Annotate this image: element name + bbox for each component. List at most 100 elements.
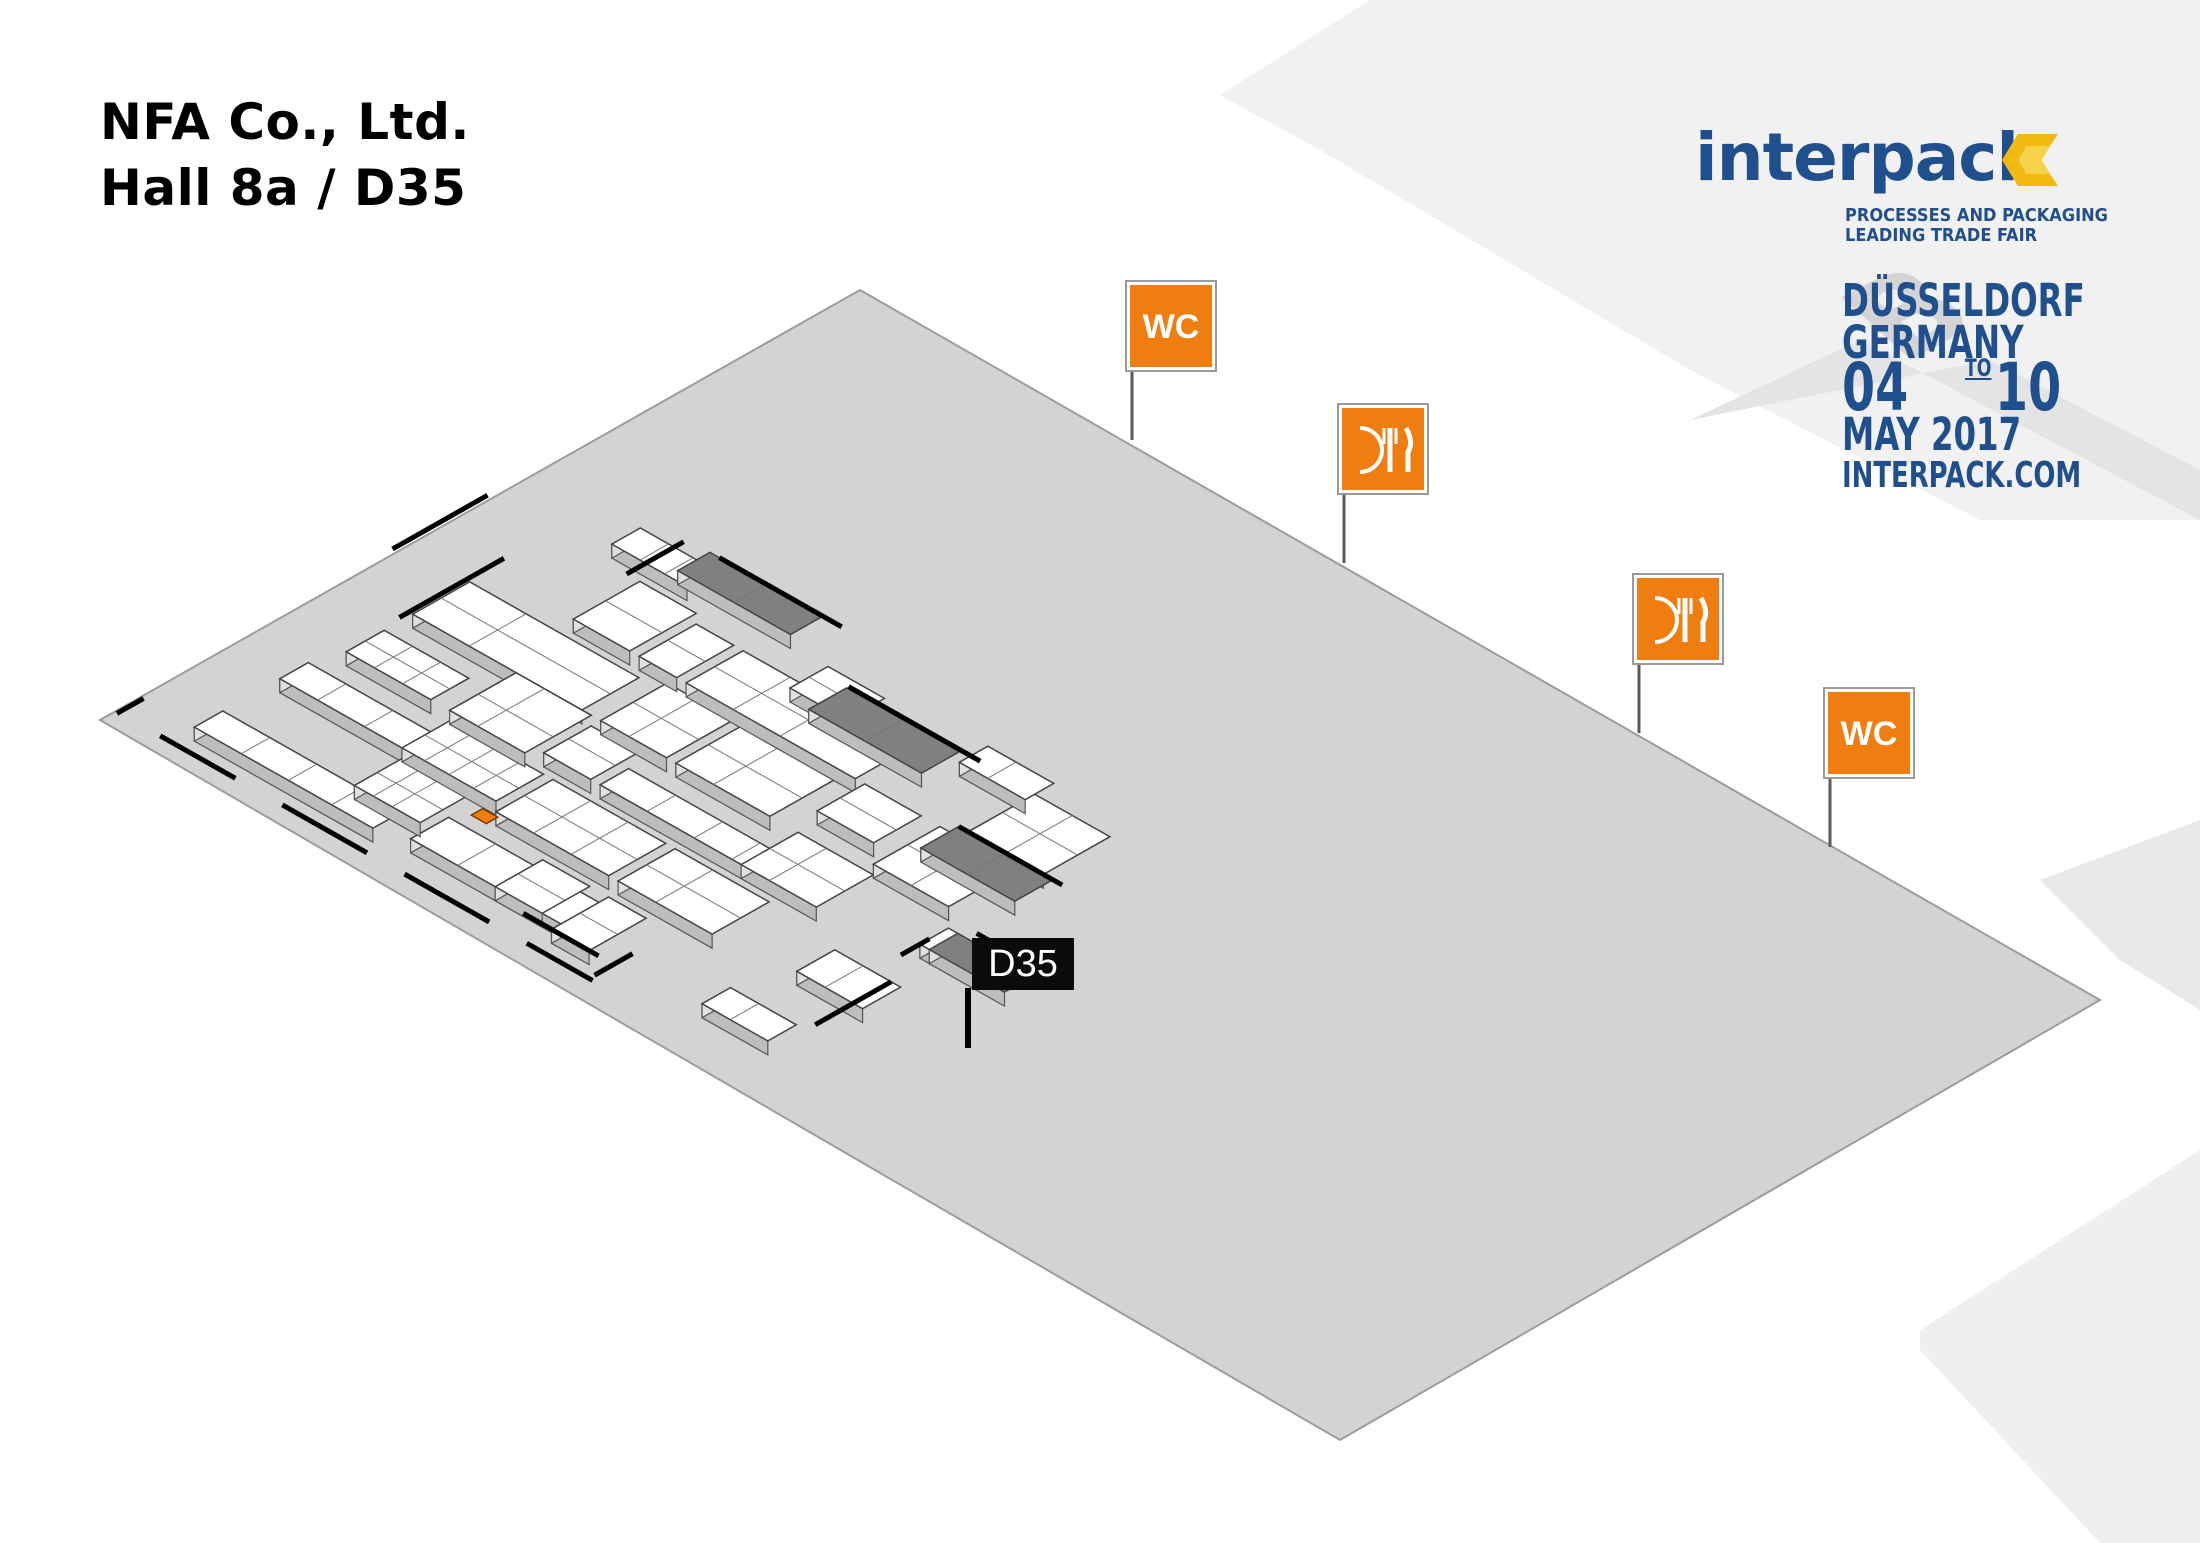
service-area — [807, 686, 962, 789]
hall-wall — [391, 493, 489, 552]
plate-arc — [1654, 596, 1679, 644]
block-top — [700, 986, 798, 1042]
tagline-line-2: LEADING TRADE FAIR — [1845, 225, 2038, 246]
event-country: GERMANY — [1842, 316, 2024, 369]
wc-label: WC — [1841, 715, 1898, 753]
flag-panel — [1828, 692, 1910, 774]
booth-divider — [967, 852, 1007, 876]
booth-block — [571, 580, 698, 667]
booth-divider — [448, 747, 497, 775]
event-month-year: MAY 2017 — [1842, 408, 2022, 461]
knife — [1698, 596, 1709, 642]
hall-wall — [899, 936, 931, 958]
booth-divider — [424, 734, 520, 789]
booth-divider — [473, 761, 522, 789]
booth-block — [344, 629, 471, 715]
booth-highlight — [469, 807, 971, 1048]
tagline-line-1: PROCESSES AND PACKAGING — [1845, 205, 2108, 226]
booth-block — [957, 745, 1056, 815]
restaurant-flag[interactable] — [1337, 403, 1429, 563]
hall-wall — [403, 871, 491, 925]
booth-divider — [646, 864, 741, 919]
hall-booth-label: Hall 8a / D35 — [100, 159, 467, 217]
hall-wall — [593, 951, 634, 978]
booth-divider — [839, 797, 897, 831]
booth-divider — [477, 693, 554, 738]
restaurant-icon — [1654, 596, 1709, 644]
booth-block — [739, 831, 875, 923]
hall-floor — [97, 288, 2103, 1442]
service-area — [919, 825, 1055, 917]
restaurant-flag[interactable] — [1632, 573, 1724, 733]
adjacent-halls: B EN — [1220, 0, 2200, 1543]
booth-block — [400, 719, 546, 817]
booth-block — [448, 671, 593, 768]
booth-divider — [364, 640, 451, 690]
booth-block — [616, 847, 771, 950]
booth-divider — [241, 737, 271, 755]
booth-divider — [391, 779, 440, 808]
flag-panel — [1130, 285, 1212, 367]
interpack-logo-text: interpack — [1695, 119, 2040, 196]
block-top — [493, 858, 592, 915]
facility-flags: WC WC — [1125, 280, 1915, 847]
booth-divider — [639, 543, 669, 561]
wc-flag[interactable]: WC — [1125, 280, 1217, 440]
hall-wall — [525, 941, 594, 983]
booth-label-d35[interactable]: D35 — [972, 938, 1074, 990]
booth-divider — [729, 1003, 759, 1021]
hall-wall — [281, 802, 369, 855]
booth-block — [700, 986, 798, 1056]
hall-wall — [957, 824, 1064, 888]
booth-divider — [824, 965, 864, 988]
booth-d35-highlight — [469, 807, 500, 825]
booth-divider — [424, 733, 473, 762]
event-date-until: 10 — [1995, 349, 2062, 426]
booth-divider — [1002, 812, 1078, 856]
booth-divider — [477, 688, 545, 727]
event-date-from: 04 — [1842, 349, 1909, 426]
service-area — [676, 551, 825, 650]
booth-divider — [713, 746, 781, 785]
interpack-logo-icon — [2002, 134, 2058, 186]
booth-divider — [579, 912, 618, 935]
booth-block — [549, 895, 648, 966]
hall-wall — [625, 539, 685, 577]
booth-block — [637, 623, 736, 693]
booth-block — [352, 757, 470, 838]
booth-divider — [517, 873, 566, 901]
booth-divider — [733, 583, 767, 603]
hall-wall — [158, 733, 237, 781]
company-name: NFA Co., Ltd. — [100, 93, 470, 151]
event-city: DÜSSELDORF — [1842, 274, 2085, 327]
service-areas — [676, 551, 1055, 1008]
plate-arc — [1359, 426, 1384, 474]
wc-flag[interactable]: WC — [1823, 687, 1915, 847]
booth-divider — [376, 772, 444, 811]
hall-walls — [115, 493, 1064, 1027]
booth-divider — [628, 698, 696, 737]
booth-block — [192, 709, 403, 844]
knife — [1403, 426, 1414, 472]
hall-wall — [847, 684, 982, 764]
block-top — [957, 745, 1056, 801]
booth-divider — [440, 597, 611, 695]
booth-block — [494, 778, 668, 891]
hall-wall — [522, 911, 600, 959]
booth-divider — [664, 557, 694, 575]
hall-wall — [115, 696, 145, 716]
booth-divider — [987, 761, 1017, 779]
booth-divider — [707, 744, 803, 799]
booth-divider — [632, 701, 700, 740]
event-website[interactable]: INTERPACK.COM — [1842, 455, 2082, 496]
block-top — [571, 580, 698, 652]
hall-wall — [813, 979, 893, 1027]
hall-wall — [718, 555, 843, 630]
booth-divider — [1005, 815, 1073, 854]
booth-divider — [731, 842, 761, 860]
booth-divider — [605, 600, 663, 634]
booth-divider — [372, 768, 421, 797]
booth-divider — [317, 683, 347, 701]
booth-divider — [524, 795, 638, 860]
